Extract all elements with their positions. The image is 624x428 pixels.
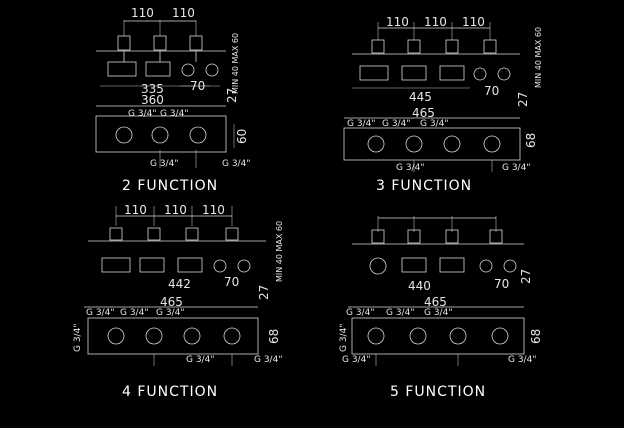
- spacing-dimension: 110: [462, 15, 485, 29]
- port-label: G 3/4": [339, 324, 349, 352]
- port-label: G 3/4": [222, 159, 250, 169]
- valve-assembly: [107, 35, 219, 77]
- front-plate: [95, 115, 227, 153]
- port-label: G 3/4": [254, 355, 282, 365]
- panel-title: 2 FUNCTION: [122, 178, 218, 194]
- port-label: G 3/4": [396, 163, 424, 173]
- spacing-dimension: 110: [424, 15, 447, 29]
- front-dimension: 70: [224, 275, 239, 289]
- port-label: G 3/4": [420, 119, 448, 129]
- spacing-dimension: 110: [131, 6, 154, 20]
- front-plate: [343, 127, 521, 161]
- handles: [115, 126, 207, 144]
- depth-dimension: 27: [257, 285, 271, 300]
- port-label: G 3/4": [508, 355, 536, 365]
- plate-height-dimension: 60: [235, 129, 249, 144]
- panel-3-function: 110 110 110 445 70 MIN 40 MAX 60 27 465 …: [343, 15, 543, 194]
- handles: [107, 327, 241, 345]
- width-dimension: 442: [168, 277, 191, 291]
- depth-note: MIN 40 MAX 60: [534, 27, 543, 88]
- depth-dimension: 27: [225, 88, 239, 103]
- panel-5-function: 440 70 27 465 G 3/4" G 3/4" G 3/4" G 3/4…: [339, 216, 543, 400]
- port-label: G 3/4": [156, 308, 184, 318]
- valve-assembly: [359, 39, 511, 81]
- port-label: G 3/4": [386, 308, 414, 318]
- port-label: G 3/4": [382, 119, 410, 129]
- valve-assembly: [101, 227, 251, 273]
- port-label: G 3/4": [73, 324, 83, 352]
- handles: [367, 135, 501, 153]
- port-label: G 3/4": [160, 109, 188, 119]
- front-plate: [351, 317, 525, 355]
- depth-note: MIN 40 MAX 60: [275, 221, 284, 282]
- valve-assembly: [369, 229, 517, 275]
- plate-width-dimension: 465: [160, 295, 183, 309]
- plate-width-dimension: 465: [424, 295, 447, 309]
- depth-dimension: 27: [516, 92, 530, 107]
- panel-title: 3 FUNCTION: [376, 178, 472, 194]
- spacing-dimension: 110: [124, 203, 147, 217]
- panel-title: 5 FUNCTION: [390, 384, 486, 400]
- port-label: G 3/4": [424, 308, 452, 318]
- front-dimension: 70: [484, 84, 499, 98]
- port-label: G 3/4": [342, 355, 370, 365]
- panel-4-function: 110 110 110 442 70 MIN 40 MAX 60 27 465 …: [73, 203, 284, 400]
- width-dimension: 445: [409, 90, 432, 104]
- depth-dimension: 27: [519, 269, 533, 284]
- port-label: G 3/4": [128, 109, 156, 119]
- width-dimension: 440: [408, 279, 431, 293]
- port-label: G 3/4": [502, 163, 530, 173]
- width-dimension: 335: [141, 82, 164, 96]
- front-dimension: 70: [494, 277, 509, 291]
- plate-height-dimension: 68: [529, 329, 543, 344]
- port-label: G 3/4": [120, 308, 148, 318]
- depth-note: MIN 40 MAX 60: [231, 33, 240, 94]
- handles: [367, 327, 509, 345]
- front-plate: [87, 317, 259, 355]
- plate-width-dimension: 465: [412, 106, 435, 120]
- port-label: G 3/4": [346, 308, 374, 318]
- spacing-dimension: 110: [202, 203, 225, 217]
- spacing-dimension: 110: [164, 203, 187, 217]
- spacing-dimension: 110: [172, 6, 195, 20]
- port-label: G 3/4": [150, 159, 178, 169]
- panel-title: 4 FUNCTION: [122, 384, 218, 400]
- plate-width-dimension: 360: [141, 93, 164, 107]
- front-dimension: 70: [190, 79, 205, 93]
- port-label: G 3/4": [347, 119, 375, 129]
- plate-height-dimension: 68: [267, 329, 281, 344]
- port-label: G 3/4": [186, 355, 214, 365]
- spacing-dimension: 110: [386, 15, 409, 29]
- port-label: G 3/4": [86, 308, 114, 318]
- panel-2-function: 110 110 335 70 MIN 40 MAX 60 27 360 G 3/…: [95, 6, 250, 194]
- plate-height-dimension: 68: [524, 133, 538, 148]
